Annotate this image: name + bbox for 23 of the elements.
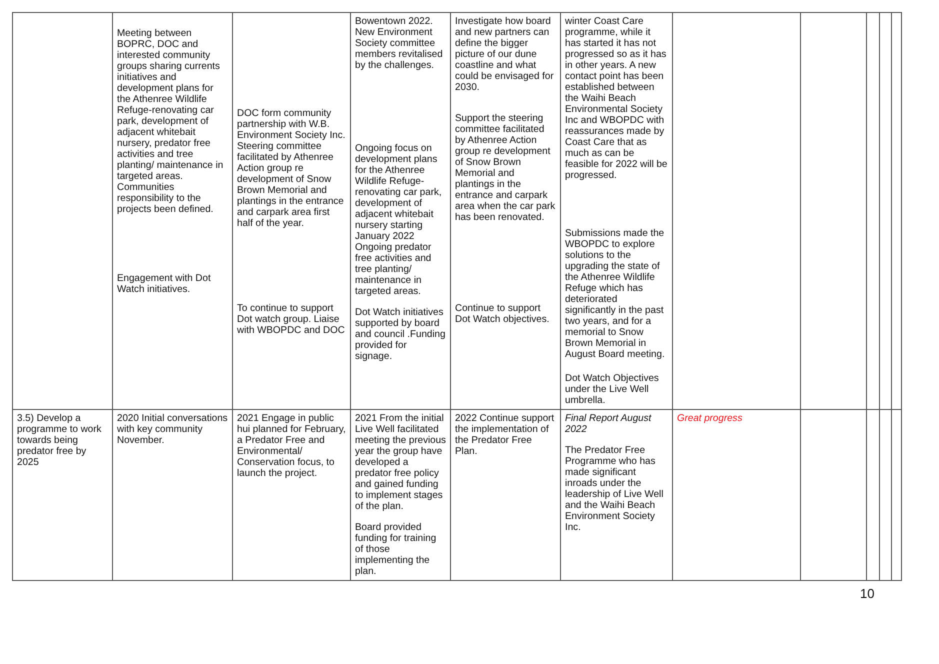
cell-text: 3.5) Develop a programme to work towards being predator free by 2025 (17, 413, 102, 468)
cell-text: Bowentown 2022. New Environment Society committee members revitalised by the challenges. (355, 16, 444, 71)
cell-text: Engagement with Dot Watch initiatives. (117, 273, 212, 295)
cell-text: Dot Watch initiatives supported by board and council .Funding provided for signage. (355, 307, 446, 362)
cell-text: The Predator Free Programme who has made significant inroads under the leadership of Live Well and the Waihi Beach Environment Society Inc. (565, 445, 664, 533)
cell-text: Continue to support Dot Watch objectives. (455, 303, 550, 325)
page-number: 10 (860, 588, 876, 599)
cell-text: Ongoing focus on development plans for the Athenree Wildlife Refuge-renovating car park, development of adjacent whitebait nursery starting January 2022 Ongoing predator free activities and tree planting/ maintenance in targeted areas. (355, 143, 443, 297)
cell-text: Final Report August 2022 (565, 413, 652, 435)
cell-text: 2022 Continue support the implementation of the Predator Free Plan. (455, 413, 556, 457)
cell-text: Meeting between BOPRC, DOC and interested community groups sharing currents initiatives and development plans for the Athenree Wildlife Refuge-renovating car park, development of adjacent whitebait nursery, predator free activities and tree planting/ maintenance in targeted areas. Communities responsibility to the projects been defined. (117, 28, 224, 215)
cell-text: To continue to support Dot watch group. Liaise with WBOPDC and DOC (237, 303, 346, 336)
cell-text: Submissions made the WBOPDC to explore solutions to the upgrading the state of the Athenree Wildlife Refuge which has deteriorated significantly in the past two years, and for a memorial to Snow Brown Memorial in August Board meeting. (565, 228, 666, 360)
cell-text: DOC form community partnership with W.B. Environment Society Inc. Steering committee facilitated by Athenree Action group re development of Snow Brown Memorial and plantings in the entrance and carpark area first half of the year. (237, 108, 346, 229)
cell-text: Great progress (677, 413, 744, 424)
cell-text: 2021 Engage in public hui planned for February, a Predator Free and Environmental/ Conservation focus, to launch the project. (237, 413, 346, 479)
cell-text: Board provided funding for training of those implementing the plan. (355, 522, 438, 577)
cell-text: Investigate how board and new partners can define the bigger picture of our dune coastline and what could be envisaged for 2030. (455, 16, 555, 93)
cell-text: Dot Watch Objectives under the Live Well umbrella. (565, 373, 660, 406)
cell-text: winter Coast Care programme, while it has started it has not progressed so as it has in other years. A new contact point has been established between the Waihi Beach Environmental Society Inc and WBOPDC with reassurances made by Coast Care that as much as can be feasible for 2022 will be progressed. (565, 16, 668, 181)
cell-text: 2020 Initial conversations with key community November. (117, 413, 228, 446)
cell-text: 2021 From the initial Live Well facilitated meeting the previous year the group have developed a predator free policy and gained funding to implement stages of the plan. (355, 413, 446, 512)
cell-text: Support the steering committee facilitated by Athenree Action group re development of Snow Brown Memorial and plantings in the entrance and carpark area when the car park has been renovated. (455, 113, 556, 223)
